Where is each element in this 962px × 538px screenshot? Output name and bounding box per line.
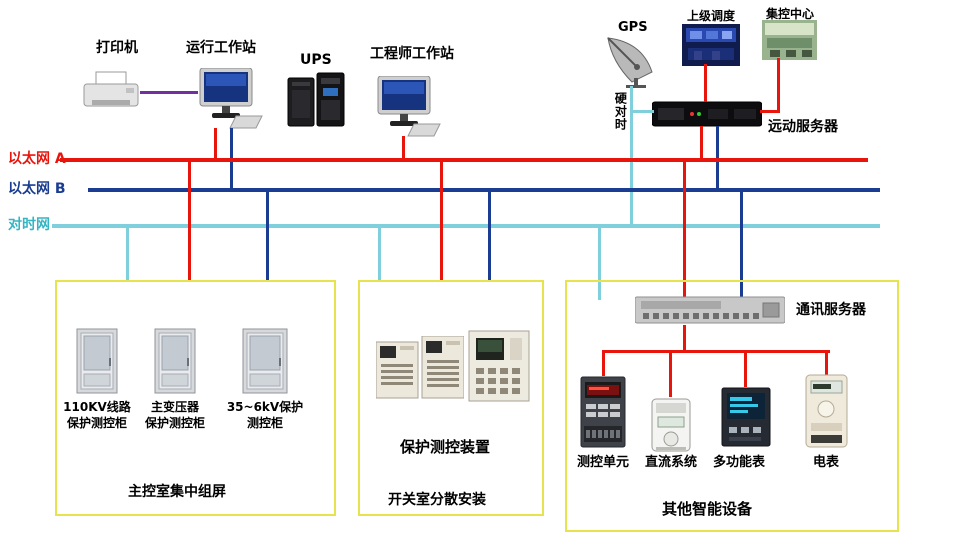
- comm-server-feed-line: [683, 325, 686, 352]
- multifunction-meter-icon: [721, 387, 771, 447]
- cabinet-2-label-line2: 保护测控柜: [144, 415, 205, 430]
- cabinet-1-label-line1: 110KV线路: [63, 400, 131, 414]
- protection-cabinet-2-icon: [154, 328, 196, 394]
- ups-icon: [286, 70, 346, 128]
- gps-time-sync-drop: [630, 86, 633, 227]
- time-sync-bus-line: [52, 224, 880, 228]
- multifunction-meter-drop: [744, 350, 747, 387]
- cabinet-2-label: 主变压器 保护测控柜: [136, 400, 214, 431]
- multifunction-meter-label: 多功能表: [713, 455, 766, 470]
- cabinet-1-label-line2: 保护测控柜: [66, 415, 127, 430]
- group2-time-sync-drop: [378, 227, 381, 280]
- ethernet-a-label: 以太网 A: [8, 151, 66, 167]
- group-main-control-room-title: 主控室集中组屏: [128, 484, 226, 500]
- group3-ethernet-a-drop: [683, 161, 686, 297]
- time-sync-net-label: 对时网: [8, 217, 50, 233]
- group1-ethernet-a-drop: [188, 161, 191, 280]
- measuring-unit-label: 测控单元: [577, 455, 630, 470]
- server-control-center-uplink-h: [760, 110, 780, 113]
- engineer-workstation-icon: [374, 75, 442, 138]
- printer-label: 打印机: [96, 40, 138, 56]
- protection-device-label: 保护测控装置: [400, 438, 491, 456]
- group3-ethernet-b-drop: [740, 191, 743, 297]
- comm-server-label: 通讯服务器: [796, 302, 866, 318]
- cabinet-3-label-line1: 35~6kV保护: [226, 400, 304, 414]
- hard-time-sync-label: 硬对时: [613, 92, 628, 131]
- gps-server-hard-sync-link: [630, 110, 654, 113]
- dc-system-icon: [650, 397, 692, 453]
- gps-antenna-icon: [604, 36, 658, 88]
- protection-device-single-icon: [468, 330, 530, 402]
- protection-device-pair-icon: [375, 335, 465, 400]
- group-switch-room-title: 开关室分散安装: [388, 492, 486, 508]
- group1-ethernet-b-drop: [266, 191, 269, 280]
- server-control-center-uplink-v: [777, 58, 780, 113]
- group2-ethernet-a-drop: [440, 161, 443, 280]
- protection-cabinet-1-icon: [76, 328, 118, 394]
- dc-system-drop: [669, 350, 672, 397]
- energy-meter-icon: [804, 373, 849, 449]
- control-center-photo: [762, 20, 817, 60]
- ups-label: UPS: [300, 52, 332, 68]
- measuring-unit-icon: [580, 376, 626, 448]
- printer-workstation-link-line: [140, 91, 198, 94]
- superior-dispatch-photo: [682, 24, 740, 66]
- engineer-ws-ethernet-a-drop: [402, 136, 405, 161]
- engineer-workstation-label: 工程师工作站: [370, 46, 454, 62]
- superior-dispatch-label: 上级调度: [687, 9, 736, 23]
- server-ethernet-a-drop: [700, 126, 703, 161]
- telecontrol-server-icon: [651, 100, 763, 128]
- server-dispatch-uplink: [704, 64, 707, 102]
- group-main-control-room-box: [55, 280, 336, 516]
- ethernet-a-bus-line: [60, 158, 868, 162]
- group-smart-devices-box: [565, 280, 899, 532]
- cabinet-1-label: 110KV线路 保护测控柜: [53, 400, 141, 431]
- cabinet-3-label-line2: 测控柜: [246, 415, 283, 430]
- group-smart-devices-title: 其他智能设备: [662, 500, 753, 518]
- energy-meter-label: 电表: [813, 455, 840, 470]
- group3-time-sync-drop: [598, 227, 601, 300]
- energy-meter-drop: [825, 350, 828, 376]
- comm-server-icon: [634, 295, 786, 325]
- operator-workstation-icon: [196, 67, 264, 130]
- cabinet-3-label: 35~6kV保护 测控柜: [222, 400, 308, 431]
- smart-devices-distribution-line: [602, 350, 830, 353]
- measuring-unit-drop: [602, 350, 605, 376]
- group-switch-room-box: [358, 280, 544, 516]
- printer-icon: [82, 70, 140, 114]
- operator-workstation-label: 运行工作站: [186, 40, 256, 56]
- ethernet-b-bus-line: [88, 188, 880, 192]
- operator-ws-ethernet-a-drop: [214, 128, 217, 161]
- protection-cabinet-3-icon: [242, 328, 288, 394]
- group2-ethernet-b-drop: [488, 191, 491, 280]
- cabinet-2-label-line1: 主变压器: [150, 400, 199, 414]
- control-center-label: 集控中心: [766, 7, 815, 21]
- group1-time-sync-drop: [126, 227, 129, 280]
- gps-label: GPS: [618, 20, 648, 35]
- ethernet-b-label: 以太网 B: [8, 181, 66, 197]
- telecontrol-server-label: 远动服务器: [768, 119, 838, 135]
- dc-system-label: 直流系统: [645, 455, 698, 470]
